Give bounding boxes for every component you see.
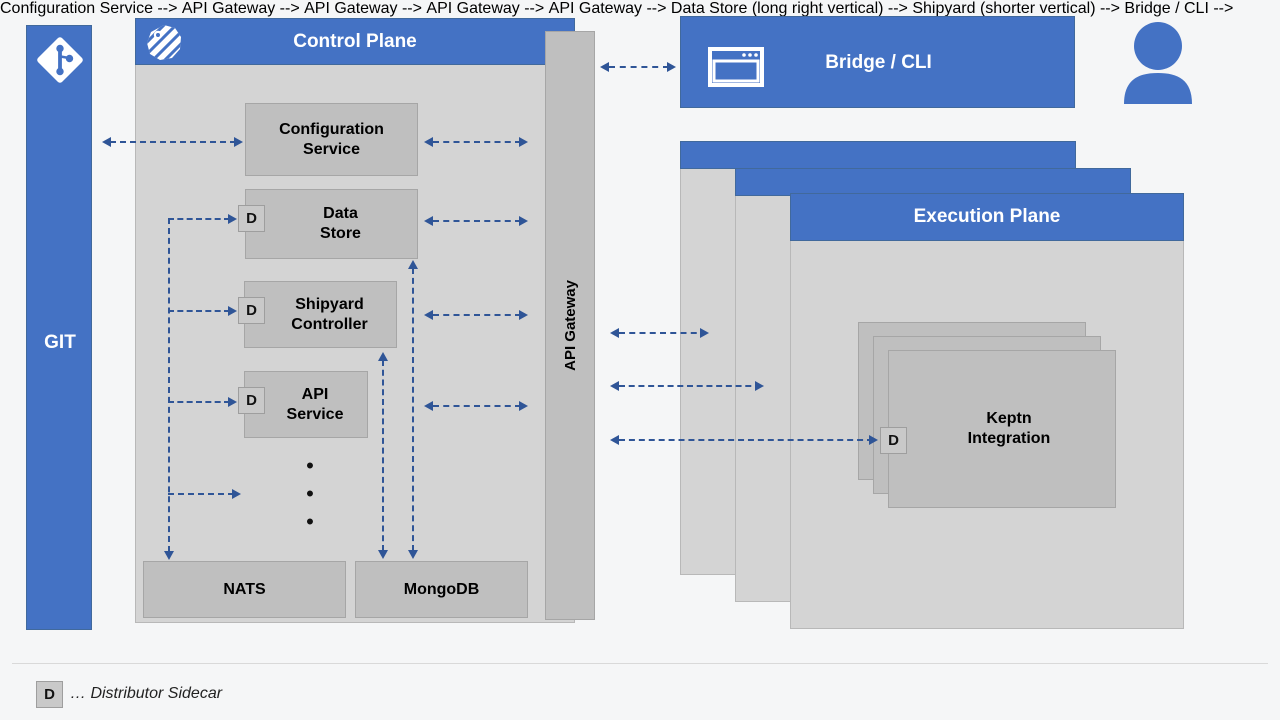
- connector-git-configuration: [110, 141, 236, 143]
- arrowhead-left: [102, 137, 111, 147]
- datastore-label: NATS: [223, 580, 266, 598]
- datastore-nats[interactable]: NATS: [143, 561, 346, 618]
- connector-configuration-apigateway: [433, 141, 521, 143]
- sidecar-letter: D: [246, 392, 257, 409]
- legend-label: … Distributor Sidecar: [70, 685, 223, 702]
- arrowhead-left: [424, 216, 433, 226]
- connector-apiservice-apigateway: [433, 405, 521, 407]
- service-label-line1: Data: [323, 205, 358, 222]
- service-label-line1: API: [301, 385, 329, 403]
- ellipsis-dot: •: [306, 509, 314, 534]
- arrowhead-right: [228, 214, 237, 224]
- sidecar-letter: D: [888, 432, 899, 449]
- datastore-label: MongoDB: [403, 580, 480, 598]
- execution-plane-stack-header-back: [680, 141, 1076, 169]
- connector-nats-to-shipyard: [168, 310, 230, 312]
- arrowhead-left: [600, 62, 609, 72]
- arrowhead-up: [378, 352, 388, 361]
- arrowhead-down: [408, 550, 418, 559]
- connector-datastore-apigateway: [433, 220, 521, 222]
- service-label-line2: Store: [320, 225, 361, 242]
- service-label-line2: Controller: [291, 315, 368, 333]
- arrowhead-right: [519, 401, 528, 411]
- execution-plane-title: Execution Plane: [913, 206, 1061, 227]
- arrowhead-left: [424, 310, 433, 320]
- arrowhead-right: [234, 137, 243, 147]
- user-avatar-icon: [1122, 20, 1194, 104]
- connector-nats-trunk: [168, 218, 170, 552]
- connector-mongodb-datastore: [412, 268, 414, 551]
- sidecar-shipyard-controller[interactable]: D: [238, 297, 265, 324]
- service-shipyard-controller[interactable]: Shipyard Controller: [244, 281, 397, 348]
- sidecar-keptn-integration[interactable]: D: [880, 427, 907, 454]
- connector-apigateway-execution-back: [619, 332, 707, 334]
- bridge-cli-panel[interactable]: Bridge / CLI: [680, 16, 1075, 108]
- connector-mongodb-shipyard: [382, 360, 384, 551]
- sidecar-data-store[interactable]: D: [238, 205, 265, 232]
- service-ellipsis: • • •: [302, 455, 318, 539]
- arrowhead-right: [519, 310, 528, 320]
- service-label-line1: Shipyard: [295, 295, 364, 313]
- sidecar-letter: D: [246, 302, 257, 319]
- connector-nats-to-other-services: [168, 493, 234, 495]
- arrowhead-left: [424, 401, 433, 411]
- bridge-cli-title: Bridge / CLI: [825, 52, 932, 73]
- connector-apigateway-keptn-integration: [619, 439, 873, 441]
- connector-apigateway-execution-mid: [619, 385, 761, 387]
- browser-window-icon: [708, 47, 764, 87]
- control-plane-title: Control Plane: [293, 30, 417, 52]
- arrowhead-left: [424, 137, 433, 147]
- service-label-line2: Service: [286, 405, 344, 423]
- legend-divider: [12, 663, 1268, 664]
- git-label: GIT: [44, 332, 76, 353]
- ellipsis-dot: •: [306, 453, 314, 478]
- arrowhead-right: [519, 137, 528, 147]
- api-gateway-label: API Gateway: [561, 280, 579, 371]
- arrowhead-right: [700, 328, 709, 338]
- arrowhead-down: [164, 551, 174, 560]
- arrowhead-down: [378, 550, 388, 559]
- service-label-line2: Service: [303, 140, 360, 158]
- git-panel[interactable]: GIT: [26, 25, 92, 630]
- execution-plane-header: Execution Plane: [790, 193, 1184, 241]
- execution-plane-stack-header-mid: [735, 168, 1131, 196]
- arrowhead-right: [667, 62, 676, 72]
- arrowhead-right: [869, 435, 878, 445]
- arrowhead-left: [610, 381, 619, 391]
- service-label-line1: Configuration: [279, 120, 384, 138]
- arrowhead-right: [232, 489, 241, 499]
- connector-nats-to-datastore: [168, 218, 230, 220]
- service-configuration-service[interactable]: Configuration Service: [245, 103, 418, 176]
- arrowhead-left: [610, 328, 619, 338]
- datastore-mongodb[interactable]: MongoDB: [355, 561, 528, 618]
- service-data-store[interactable]: Data Store: [245, 189, 418, 259]
- connector-shipyard-apigateway: [433, 314, 521, 316]
- arrowhead-up: [408, 260, 418, 269]
- control-plane-header: Control Plane: [135, 18, 575, 65]
- connector-apigateway-bridge: [609, 66, 669, 68]
- keptn-logo-icon: [144, 23, 184, 63]
- sidecar-letter: D: [246, 210, 257, 227]
- git-icon: [36, 36, 84, 84]
- legend-sidecar-badge: D: [36, 681, 63, 708]
- legend-badge-letter: D: [44, 686, 55, 703]
- keptn-integration-card-front[interactable]: Keptn Integration: [888, 350, 1116, 508]
- ellipsis-dot: •: [306, 481, 314, 506]
- arrowhead-left: [610, 435, 619, 445]
- arrowhead-right: [519, 216, 528, 226]
- arrowhead-right: [228, 397, 237, 407]
- connector-nats-to-apiservice: [168, 401, 230, 403]
- api-gateway[interactable]: API Gateway: [545, 31, 595, 620]
- keptn-integration-label-line1: Keptn: [986, 410, 1032, 427]
- keptn-integration-label-line2: Integration: [967, 430, 1051, 447]
- arrowhead-right: [228, 306, 237, 316]
- arrowhead-right: [755, 381, 764, 391]
- sidecar-api-service[interactable]: D: [238, 387, 265, 414]
